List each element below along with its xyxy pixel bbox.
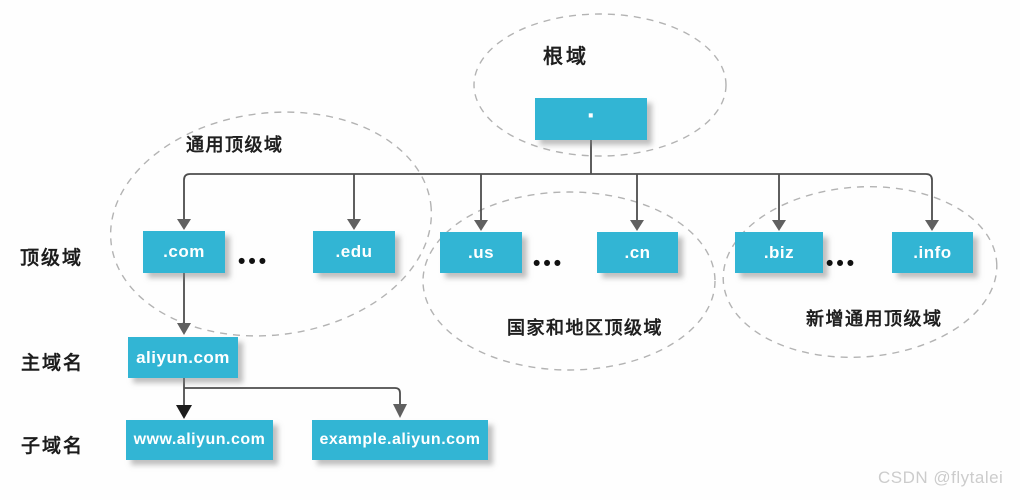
group-label-generic-tld: 通用顶级域	[186, 135, 284, 155]
group-label-root: 根域	[543, 46, 589, 68]
ellipsis-dots-new-generic: •••	[826, 252, 858, 275]
row-label-main-domain: 主域名	[21, 353, 85, 374]
row-label-sub-domain: 子域名	[21, 436, 85, 457]
node-root: .	[535, 94, 647, 140]
node-root-label: .	[586, 92, 596, 124]
new-generic-tld-ellipse	[722, 185, 998, 359]
node-aliyun-com: aliyun.com	[128, 337, 238, 378]
node-us: .us	[440, 232, 522, 273]
node-info: .info	[892, 232, 973, 273]
tld-bus-line	[183, 173, 933, 220]
arrowhead-us	[474, 220, 488, 231]
arrowhead-www	[176, 405, 192, 419]
arrowhead-example	[393, 404, 407, 418]
node-biz: .biz	[735, 232, 823, 273]
node-example-aliyun-com: example.aliyun.com	[312, 420, 488, 460]
root-group-ellipse	[473, 13, 727, 157]
country-tld-ellipse	[422, 191, 716, 371]
csdn-watermark: CSDN @flytalei	[878, 468, 1004, 487]
aliyun-to-example-line	[184, 387, 401, 404]
arrowhead-aliyun	[177, 323, 191, 335]
ellipsis-dots-country: •••	[533, 252, 565, 275]
arrowhead-info	[925, 220, 939, 231]
arrowhead-com	[177, 219, 191, 230]
node-com: .com	[143, 231, 225, 273]
row-label-tld: 顶级域	[20, 248, 84, 269]
node-www-aliyun-com: www.aliyun.com	[126, 420, 273, 460]
group-label-country-tld: 国家和地区顶级域	[507, 318, 663, 338]
arrowhead-cn	[630, 220, 644, 231]
generic-tld-ellipse	[109, 111, 433, 337]
node-edu: .edu	[313, 231, 395, 273]
node-cn: .cn	[597, 232, 678, 273]
ellipsis-dots-generic: •••	[238, 250, 270, 273]
group-label-new-generic-tld: 新增通用顶级域	[806, 309, 943, 329]
arrowhead-biz	[772, 220, 786, 231]
arrowhead-edu	[347, 219, 361, 230]
